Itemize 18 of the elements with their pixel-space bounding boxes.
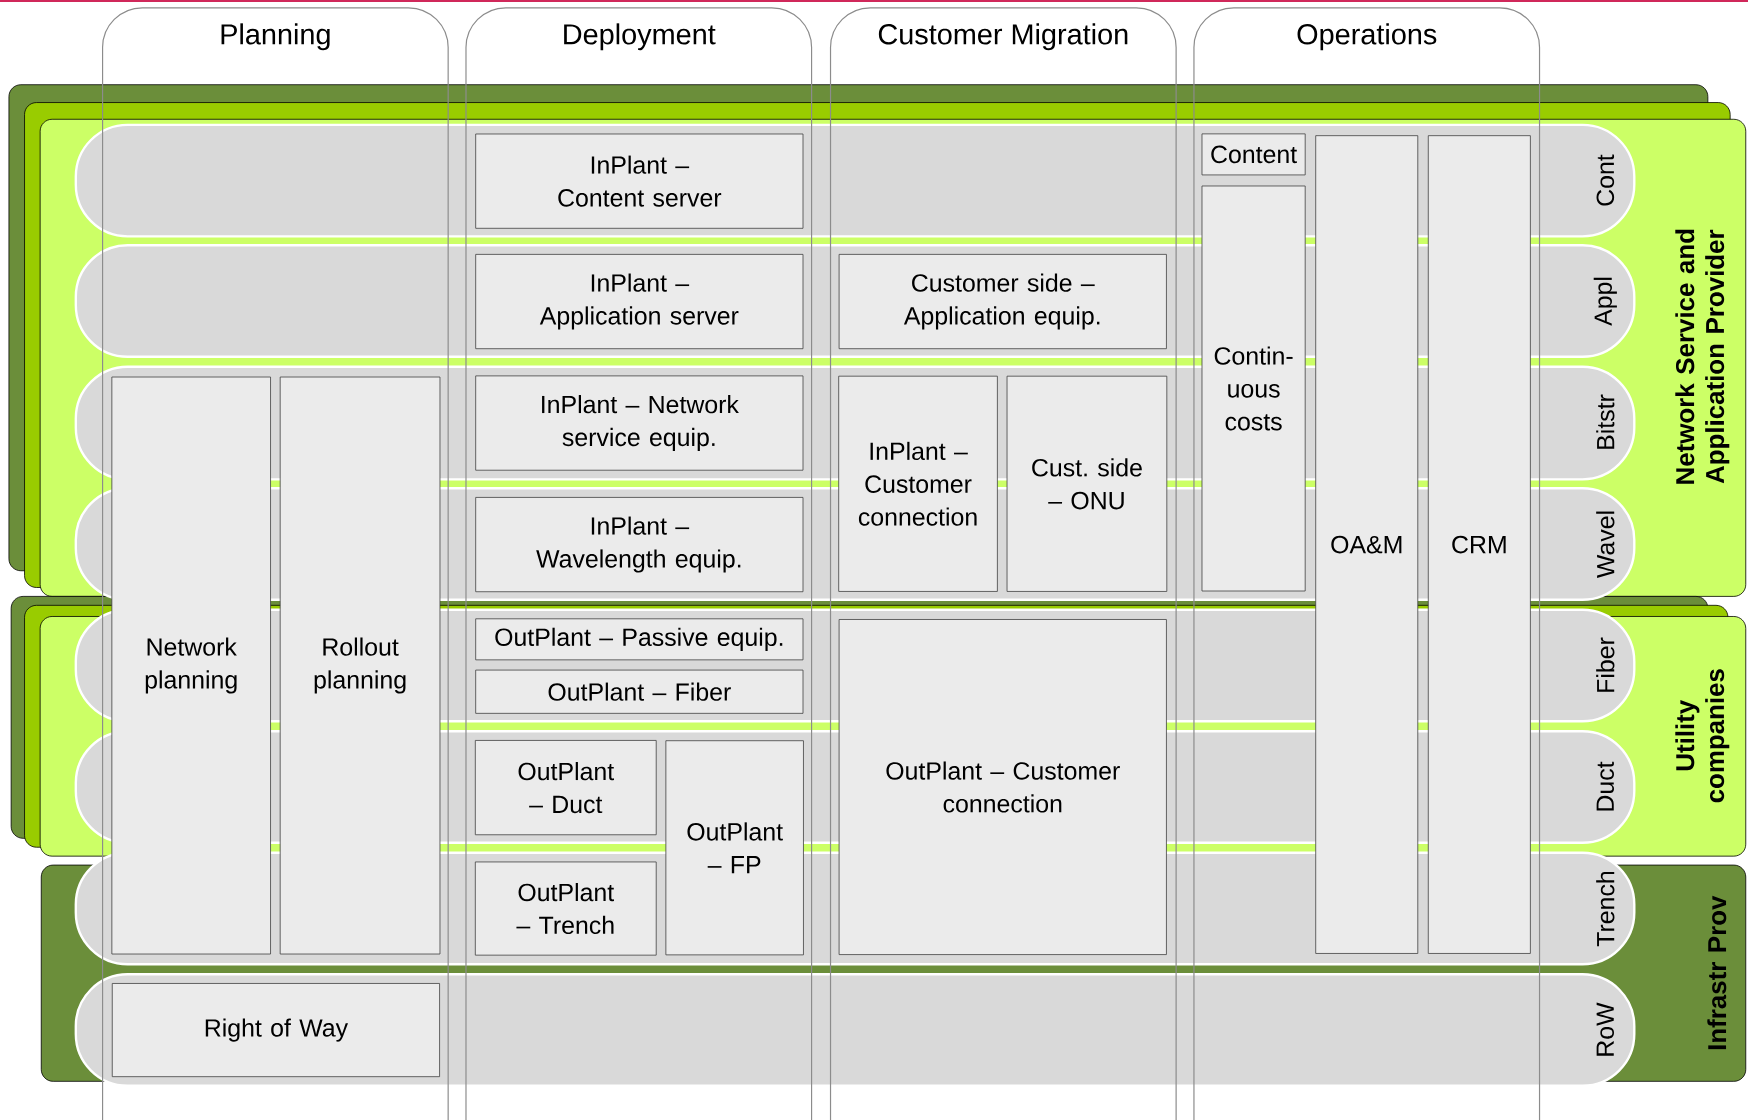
process-box: OutPlant – Trench (474, 861, 657, 956)
process-box: Content (1201, 133, 1306, 176)
process-box: OA&M (1315, 135, 1419, 954)
process-box: Contin-uous costs (1201, 185, 1306, 592)
process-box: OutPlant – Fiber (475, 669, 804, 714)
process-box: OutPlant – Duct (474, 739, 657, 835)
process-box: Rollout planning (279, 376, 441, 955)
process-box: InPlant – Application server (475, 253, 804, 349)
process-box: InPlant – Network service equip. (475, 375, 804, 471)
process-box: CRM (1427, 135, 1531, 954)
process-box: InPlant – Wavelength equip. (475, 496, 804, 592)
process-box: InPlant – Customer connection (838, 375, 998, 592)
process-box: Cust. side – ONU (1006, 375, 1168, 592)
process-box: InPlant – Content server (475, 133, 804, 229)
process-box: OutPlant – Passive equip. (475, 618, 804, 661)
process-box: Right of Way (111, 982, 440, 1077)
process-box: Network planning (111, 376, 271, 955)
process-box: Customer side – Application equip. (838, 253, 1167, 349)
